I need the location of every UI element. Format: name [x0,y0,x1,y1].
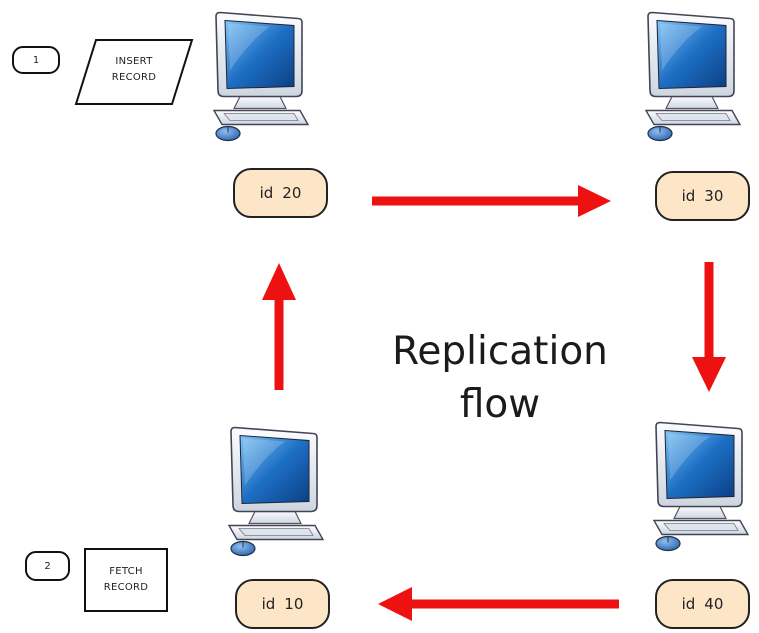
node-key: id [681,187,696,205]
flow-label-line-1: Replication [392,329,608,374]
computer-icon [645,11,741,142]
fetch-record-label: FETCH RECORD [85,564,167,596]
arrow-bottom-right-to-bottom-left [378,587,619,621]
node-key: id [261,595,276,613]
node-value: 40 [704,595,724,613]
insert-record-label: INSERT RECORD [96,54,172,86]
node-value: 10 [284,595,304,613]
fetch-record-line-1: FETCH [109,566,143,577]
insert-record-line-1: INSERT [115,56,153,67]
node-key: id [259,184,274,202]
node-label-top-left: id 20 [233,168,328,218]
fetch-record-shape [84,548,168,612]
insert-record-line-2: RECORD [111,72,157,83]
computer-icon [213,11,309,142]
node-key: id [681,595,696,613]
step-badge-2: 2 [25,551,70,581]
node-label-bottom-left: id 10 [235,579,330,629]
node-label-bottom-right: id 40 [655,579,750,629]
node-label-top-right: id 30 [655,171,750,221]
computer-icon [228,426,324,557]
flow-label-line-2: flow [459,382,541,427]
replication-flow-label: Replication flow [385,325,615,431]
arrow-top-left-to-top-right [372,185,611,217]
node-value: 20 [282,184,302,202]
arrow-top-right-to-bottom-right [692,262,726,392]
step-badge-1: 1 [12,46,60,74]
fetch-record-line-2: RECORD [103,582,149,593]
node-value: 30 [704,187,724,205]
insert-record-shape [74,39,194,105]
computer-icon [653,421,749,552]
arrow-bottom-left-to-top-left [262,263,296,390]
